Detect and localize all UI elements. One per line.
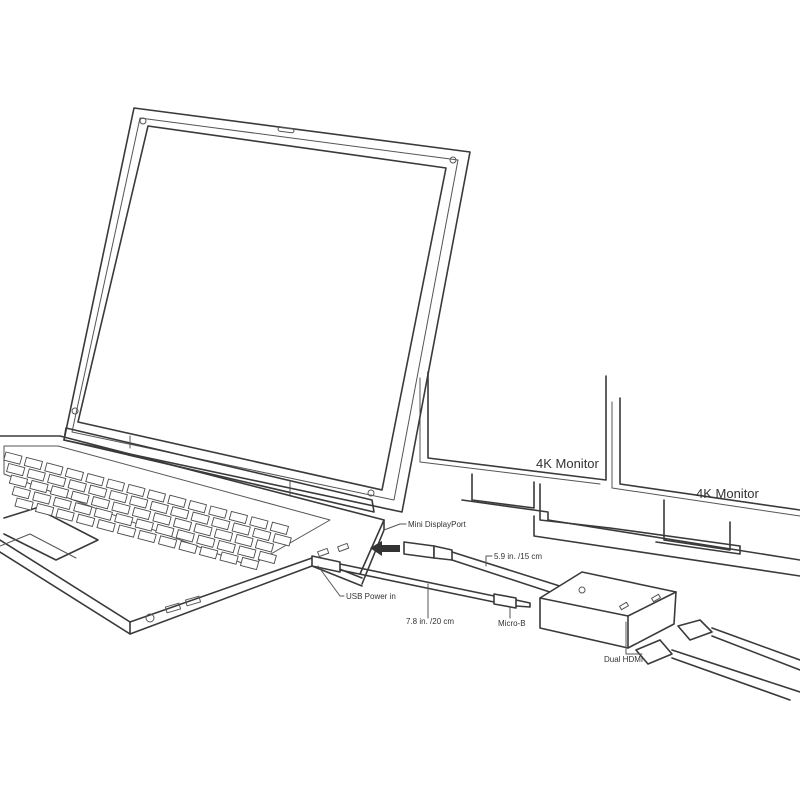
keyboard-key [252,527,272,542]
keyboard-key [93,507,113,521]
keyboard-key [34,502,55,517]
keyboard-key [23,456,44,471]
label-dual-hdmi: Dual HDMI [604,655,643,664]
keyboard-key [55,508,75,522]
keyboard-key [26,468,46,482]
keyboard-key [85,473,105,487]
keyboard-key [32,491,52,505]
keyboard-key [114,512,134,527]
keyboard-key [196,534,216,548]
keyboard-key [216,539,236,554]
keyboard-key [152,512,172,526]
label-mini-displayport: Mini DisplayPort [408,520,467,529]
keyboard-key [14,497,34,511]
keyboard-key [157,535,178,549]
keyboard-key [228,510,249,525]
keyboard-key [88,484,108,498]
keyboard-key [73,502,93,516]
keyboard-key [231,522,251,536]
keyboard-key [269,521,290,535]
keyboard-key [8,474,29,488]
keyboard-key [75,513,96,527]
keyboard-key [208,505,228,519]
keyboard-key [111,501,131,515]
callout-dual-hdmi: Dual HDMI [604,621,643,664]
label-cable-short: 5.9 in. /15 cm [494,552,542,561]
adapter-box [539,571,677,649]
keyboard-key [44,462,64,476]
keyboard-key [167,494,187,508]
keyboard-key [47,473,67,488]
keyboard-key [234,533,254,548]
keyboard-key [219,551,239,565]
hdmi-cables [635,619,800,701]
keyboard-key [187,500,208,514]
keyboard-key [64,467,85,481]
mini-displayport-cable [403,541,567,597]
monitor-right-label: 4K Monitor [696,486,760,501]
keyboard-key [149,500,169,515]
keyboard-key [129,495,149,509]
keyboard-key [193,523,213,537]
keyboard-key [175,529,195,543]
callout-mini-displayport: Mini DisplayPort [383,520,467,531]
insert-arrow-icon [370,541,400,556]
keyboard-key [211,516,231,531]
keyboard-key [190,511,210,525]
keyboard-key [249,516,269,530]
keyboard-key [116,524,137,538]
keyboard-key [70,490,90,504]
keyboard-key [170,506,190,520]
keyboard-key [272,533,292,547]
callout-cable-long: 7.8 in. /20 cm [406,583,454,626]
monitor-left-label: 4K Monitor [536,456,600,471]
keyboard-key [146,489,167,503]
keyboard-key [131,506,152,521]
keyboard-key [237,545,257,559]
keyboard-key [108,489,128,504]
keyboard-key [126,483,146,498]
keyboard-key [213,528,234,542]
keyboard-key [6,462,26,477]
keyboard-key [137,529,157,544]
label-cable-long: 7.8 in. /20 cm [406,617,454,626]
keyboard-key [11,485,31,500]
keyboard-key [134,518,154,532]
callout-micro-b: Micro-B [498,607,526,628]
label-usb-power-in: USB Power in [346,592,396,601]
callout-cable-short: 5.9 in. /15 cm [485,552,542,567]
keyboard-key [198,546,219,560]
monitor-left: 4K Monitor [419,371,611,529]
keyboard-key [257,550,277,565]
monitor-right: 4K Monitor [533,397,800,577]
keyboard-key [254,539,275,553]
keyboard-key [52,496,72,511]
keyboard-key [3,451,23,465]
callout-usb-power: USB Power in [317,565,396,601]
keyboard-key [155,523,175,538]
keyboard-key [49,485,70,499]
keyboard [3,451,292,571]
keyboard-key [29,479,49,494]
keyboard-key [172,517,193,531]
usb-power-cable [311,555,531,609]
keyboard-key [239,556,260,571]
label-micro-b: Micro-B [498,619,526,628]
keyboard-key [105,478,126,492]
keyboard-key [96,519,116,533]
laptop [0,107,471,635]
keyboard-key [67,479,87,493]
keyboard-key [90,496,111,510]
keyboard-key [178,540,198,554]
